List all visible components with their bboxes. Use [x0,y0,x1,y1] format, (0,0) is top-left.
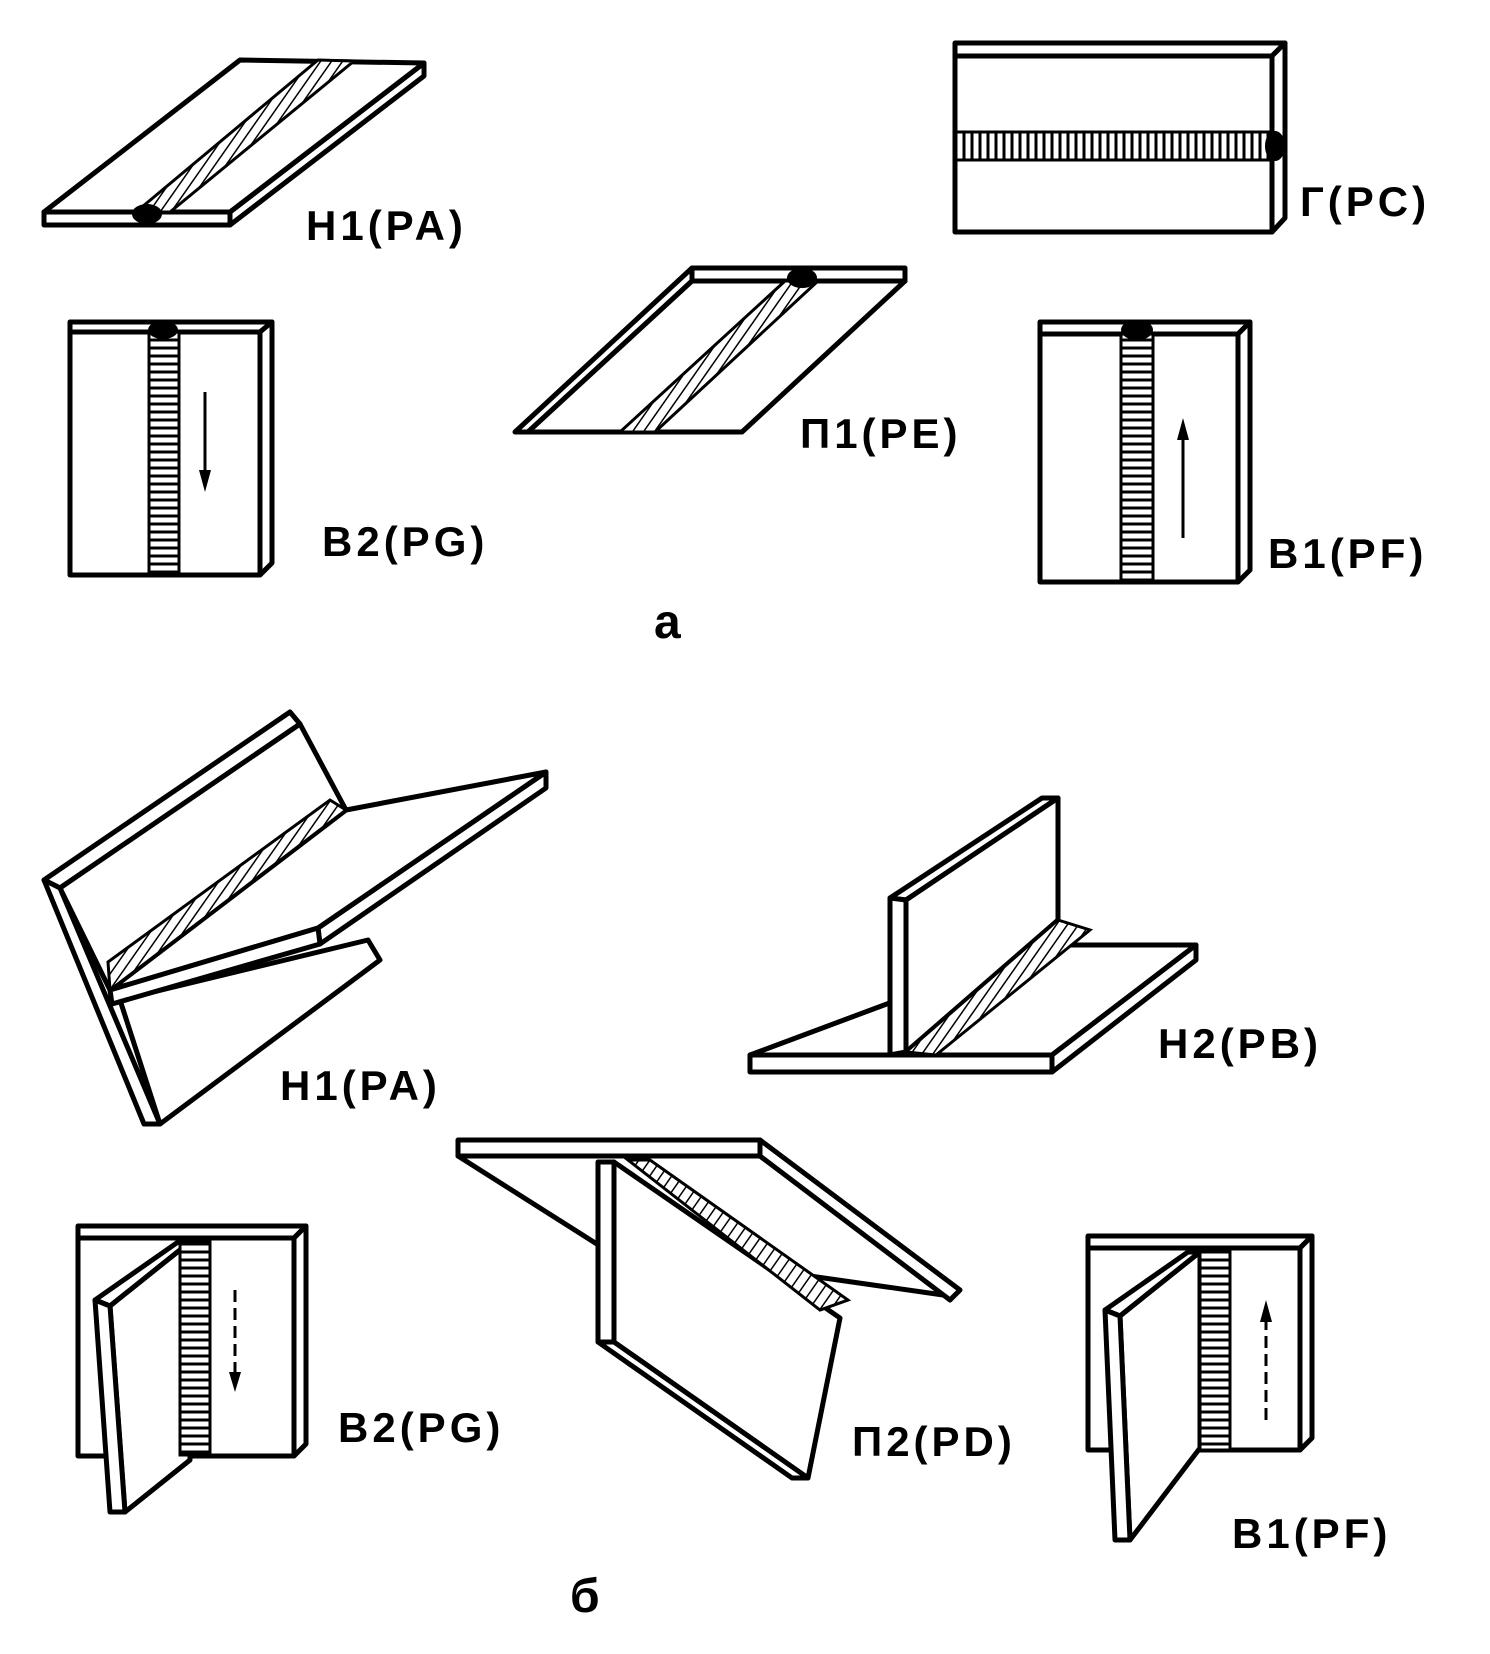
b-h2-weld-bead [902,918,1094,1057]
a-label-v2: В2(PG) [322,518,488,565]
a-v2-weld-root [148,321,178,339]
a-h1-weld-root [132,204,162,224]
b-v2-weld-bead [178,1240,212,1457]
b-h1-weld-bead [106,798,349,993]
b-h2-tee-fillet [747,795,1199,1075]
a-g-weld-root [1265,131,1285,161]
a-v1-weld-root [1121,320,1153,340]
a-label-h1: Н1(PA) [306,202,467,249]
b-label-h2: Н2(PB) [1158,1020,1322,1067]
b-label-v2: В2(PG) [338,1404,504,1451]
a-p1-weld-root [787,268,817,288]
a-label-g: Г(PC) [1300,178,1430,225]
b-v2-vertical-fillet [75,1223,309,1515]
a-v1-vertical-plate [1037,319,1253,585]
a-v1-weld-bead [1119,332,1155,584]
b-label-v1: В1(PF) [1232,1510,1391,1557]
a-g-horizontal-plate [952,40,1288,235]
b-h1-fillet-v [41,709,549,1127]
b-p2-overhead-fillet [455,1137,963,1481]
a-g-weld-bead [953,130,1274,162]
b-label-h1: Н1(PA) [280,1062,441,1109]
b-v1-vertical-fillet [1085,1233,1315,1543]
b-label-p2: П2(PD) [852,1418,1016,1465]
a-label-v1: В1(PF) [1268,530,1427,577]
a-h1-flat-butt-plate [41,57,427,228]
a-v2-weld-bead [147,330,181,577]
a-label-p1: П1(PE) [800,410,962,457]
a-caption: а [654,596,681,649]
b-caption: б [570,1570,600,1623]
b-p2-weld-bead [623,1158,852,1312]
a-v2-vertical-plate [67,319,275,578]
b-v1-weld-bead [1198,1250,1232,1452]
a-p1-overhead-plate [512,265,908,435]
